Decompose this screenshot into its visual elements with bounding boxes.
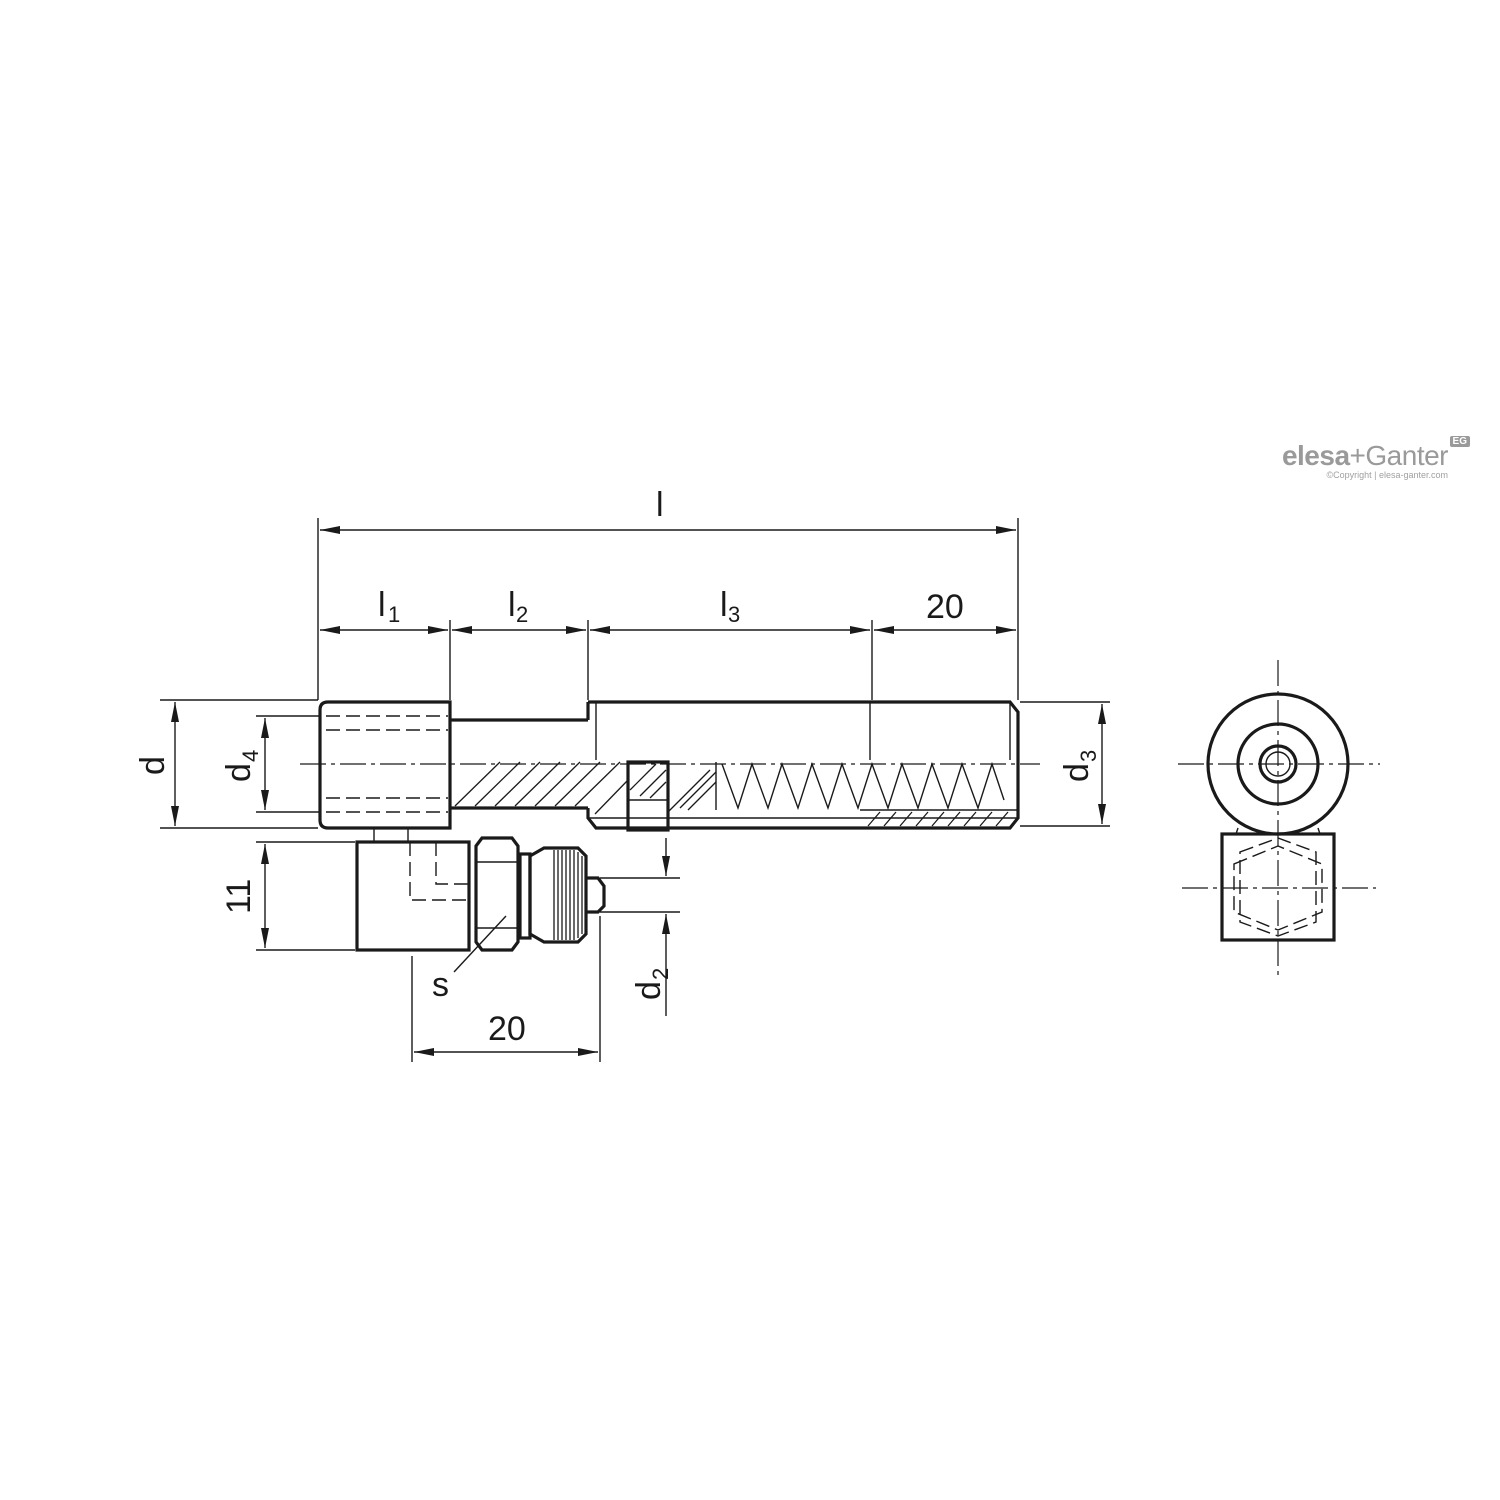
brand-name-ganter: Ganter — [1365, 440, 1448, 471]
label-l1: l — [378, 586, 386, 624]
label-d2-sub: 2 — [648, 968, 673, 980]
brand-name-plus: + — [1349, 440, 1366, 471]
cross-pin — [626, 760, 670, 832]
brand-badge: EG — [1449, 436, 1470, 447]
label-d3: d — [1058, 763, 1096, 782]
brand-copyright: ©Copyright | elesa-ganter.com — [1326, 470, 1448, 480]
hex-nut — [474, 836, 520, 952]
label-d: d — [134, 756, 172, 775]
label-l1-sub: 1 — [388, 602, 400, 627]
label-l2: l — [508, 586, 516, 624]
label-d2: d — [630, 981, 668, 1000]
label-11: 11 — [220, 879, 258, 914]
brand-name: elesa+Ganter — [1281, 440, 1449, 472]
label-l3-sub: 3 — [728, 602, 740, 627]
label-s: s — [432, 966, 449, 1004]
shaft-hatching — [454, 761, 717, 815]
label-thread-20: 20 — [926, 588, 964, 626]
side-view: l l 1 l 2 l 3 20 d d 4 d 3 11 s d 2 — [134, 486, 1110, 1062]
spring — [715, 761, 1005, 811]
label-l2-sub: 2 — [516, 602, 528, 627]
dimension-lines — [160, 518, 1110, 1062]
label-d4-sub: 4 — [238, 750, 263, 762]
label-l: l — [656, 486, 664, 524]
body-l3 — [586, 700, 1020, 830]
label-l3: l — [720, 586, 728, 624]
label-d3-sub: 3 — [1076, 750, 1101, 762]
brand-name-elesa: elesa — [1281, 440, 1350, 471]
lever-block — [355, 827, 471, 952]
thread-insert-hatching — [867, 811, 1009, 827]
head-block — [318, 700, 452, 830]
shaft-l2 — [450, 702, 590, 810]
brand-logo: elesa+Ganter ©Copyright | elesa-ganter.c… — [1281, 436, 1470, 480]
label-lower-20: 20 — [488, 1010, 526, 1048]
dimension-labels: l l 1 l 2 l 3 20 d d 4 d 3 11 s d 2 — [134, 486, 1101, 1048]
end-view — [1178, 660, 1380, 980]
label-d4: d — [220, 763, 258, 782]
knurled-knob — [518, 846, 606, 944]
